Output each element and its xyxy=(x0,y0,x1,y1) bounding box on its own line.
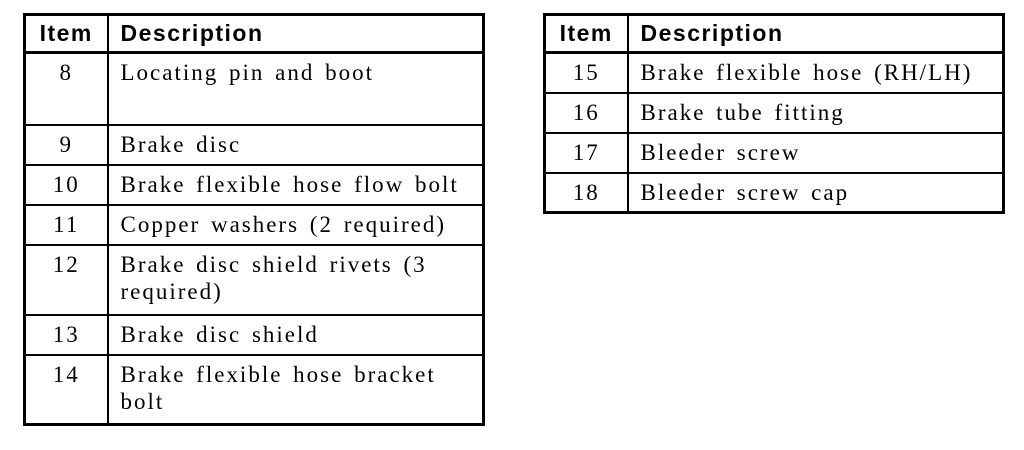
table-row: 11 Copper washers (2 required) xyxy=(23,203,485,246)
item-cell: 8 xyxy=(23,51,109,126)
description-column-header: Description xyxy=(626,13,1005,54)
description-column-header: Description xyxy=(106,13,485,54)
description-cell: Brake disc xyxy=(106,123,485,166)
item-cell: 11 xyxy=(23,203,109,246)
description-cell: Bleeder screw cap xyxy=(626,171,1005,214)
table-row: 15 Brake flexible hose (RH/LH) xyxy=(543,51,1005,94)
description-cell: Brake flexible hose (RH/LH) xyxy=(626,51,1005,94)
table-row: 12 Brake disc shield rivets (3 required) xyxy=(23,243,485,316)
table-row: 16 Brake tube fitting xyxy=(543,91,1005,134)
description-cell: Brake disc shield xyxy=(106,313,485,356)
table-row: 18 Bleeder screw cap xyxy=(543,171,1005,214)
parts-table-right: Item Description 15 Brake flexible hose … xyxy=(543,13,1005,215)
item-cell: 10 xyxy=(23,163,109,206)
item-column-header: Item xyxy=(23,13,109,54)
table-row: 10 Brake flexible hose flow bolt xyxy=(23,163,485,206)
description-cell: Brake disc shield rivets (3 required) xyxy=(106,243,485,316)
parts-table-left: Item Description 8 Locating pin and boot… xyxy=(23,13,485,426)
item-cell: 9 xyxy=(23,123,109,166)
description-cell: Brake tube fitting xyxy=(626,91,1005,134)
table-row: 14 Brake flexible hose bracket bolt xyxy=(23,353,485,426)
item-cell: 13 xyxy=(23,313,109,356)
item-cell: 18 xyxy=(543,171,629,214)
description-cell: Copper washers (2 required) xyxy=(106,203,485,246)
table-row: 13 Brake disc shield xyxy=(23,313,485,356)
item-cell: 14 xyxy=(23,353,109,426)
item-cell: 16 xyxy=(543,91,629,134)
table-row: 8 Locating pin and boot xyxy=(23,51,485,126)
item-column-header: Item xyxy=(543,13,629,54)
item-cell: 12 xyxy=(23,243,109,316)
table-row: 17 Bleeder screw xyxy=(543,131,1005,174)
item-cell: 15 xyxy=(543,51,629,94)
description-cell: Locating pin and boot xyxy=(106,51,485,126)
header-row: Item Description xyxy=(543,13,1005,54)
table-row: 9 Brake disc xyxy=(23,123,485,166)
description-cell: Brake flexible hose bracket bolt xyxy=(106,353,485,426)
item-cell: 17 xyxy=(543,131,629,174)
header-row: Item Description xyxy=(23,13,485,54)
description-cell: Bleeder screw xyxy=(626,131,1005,174)
description-cell: Brake flexible hose flow bolt xyxy=(106,163,485,206)
